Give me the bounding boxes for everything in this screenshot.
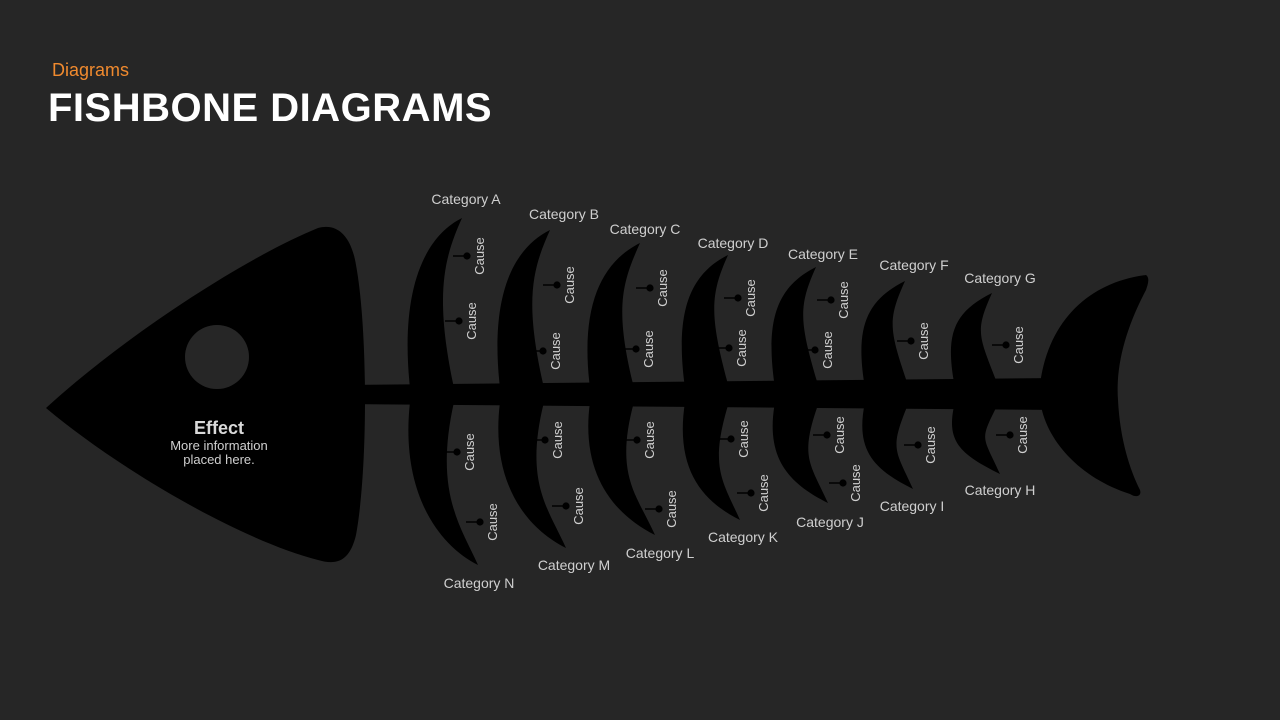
cause-label: Cause — [734, 329, 749, 367]
cause-dot — [633, 436, 641, 444]
fish-rib — [407, 218, 462, 388]
cause-label: Cause — [548, 332, 563, 370]
cause-dot — [553, 281, 561, 289]
category-label: Category B — [529, 206, 599, 222]
cause-label: Cause — [464, 302, 479, 340]
cause-label: Cause — [550, 421, 565, 459]
fish-head — [46, 226, 365, 563]
fish-tail — [1040, 275, 1149, 497]
cause-label: Cause — [848, 464, 863, 502]
cause-dot — [734, 294, 742, 302]
category-label: Category A — [431, 191, 501, 207]
fish-rib — [682, 402, 740, 520]
cause-dot — [562, 502, 570, 510]
cause-dot — [907, 337, 915, 345]
cause-dot — [811, 346, 819, 354]
cause-dot — [1002, 341, 1010, 349]
cause-label: Cause — [462, 433, 477, 471]
cause-dot — [827, 296, 835, 304]
cause-dot — [823, 431, 831, 439]
cause-dot — [727, 435, 735, 443]
cause-dot — [632, 345, 640, 353]
cause-dot — [1006, 431, 1014, 439]
fish-rib — [771, 267, 819, 388]
cause-dot — [747, 489, 755, 497]
cause-label: Cause — [571, 487, 586, 525]
fish-rib — [587, 243, 640, 388]
fish-rib — [498, 402, 566, 548]
cause-label: Cause — [641, 330, 656, 368]
cause-label: Cause — [756, 474, 771, 512]
bottom-ribs — [408, 402, 1000, 565]
fish-rib — [681, 255, 729, 388]
fish-rib — [862, 402, 913, 489]
cause-label: Cause — [820, 331, 835, 369]
fish-rib — [950, 293, 999, 388]
effect-title: Effect — [194, 418, 244, 438]
cause-label: Cause — [832, 416, 847, 454]
effect-description-line-1: More information — [170, 438, 268, 453]
category-label: Category E — [788, 246, 858, 262]
cause-label: Cause — [562, 266, 577, 304]
category-label: Category M — [538, 557, 610, 573]
fish-rib — [497, 230, 550, 388]
cause-dot — [839, 479, 847, 487]
cause-dot — [914, 441, 922, 449]
fish-rib — [408, 402, 478, 565]
category-label: Category N — [444, 575, 515, 591]
cause-label: Cause — [836, 281, 851, 319]
cause-dot — [646, 284, 654, 292]
fish-rib — [772, 402, 828, 503]
category-label: Category F — [879, 257, 948, 273]
cause-dot — [455, 317, 463, 325]
section-subtitle: Diagrams — [52, 60, 130, 80]
category-label: Category L — [626, 545, 695, 561]
cause-label: Cause — [736, 420, 751, 458]
cause-label: Cause — [655, 269, 670, 307]
fish-eye — [185, 325, 249, 389]
fish-rib — [588, 402, 655, 535]
cause-label: Cause — [485, 503, 500, 541]
cause-label: Cause — [923, 426, 938, 464]
category-label: Category G — [964, 270, 1036, 286]
category-label: Category C — [610, 221, 681, 237]
cause-label: Cause — [642, 421, 657, 459]
effect-description-line-2: placed here. — [183, 452, 255, 467]
fish-rib — [952, 402, 1000, 474]
cause-dot — [725, 344, 733, 352]
cause-dot — [476, 518, 484, 526]
page-title: FISHBONE DIAGRAMS — [48, 86, 493, 130]
category-label: Category K — [708, 529, 779, 545]
cause-dot — [541, 436, 549, 444]
cause-dot — [655, 505, 663, 513]
cause-label: Cause — [1015, 416, 1030, 454]
cause-label: Cause — [743, 279, 758, 317]
category-label: Category J — [796, 514, 864, 530]
cause-label: Cause — [916, 322, 931, 360]
cause-label: Cause — [472, 237, 487, 275]
cause-dot — [453, 448, 461, 456]
cause-label: Cause — [664, 490, 679, 528]
category-label: Category H — [965, 482, 1036, 498]
category-label: Category D — [698, 235, 769, 251]
cause-dot — [539, 347, 547, 355]
fish-rib — [861, 281, 909, 388]
cause-label: Cause — [1011, 326, 1026, 364]
category-label: Category I — [880, 498, 945, 514]
top-ribs — [407, 218, 999, 388]
cause-dot — [463, 252, 471, 260]
